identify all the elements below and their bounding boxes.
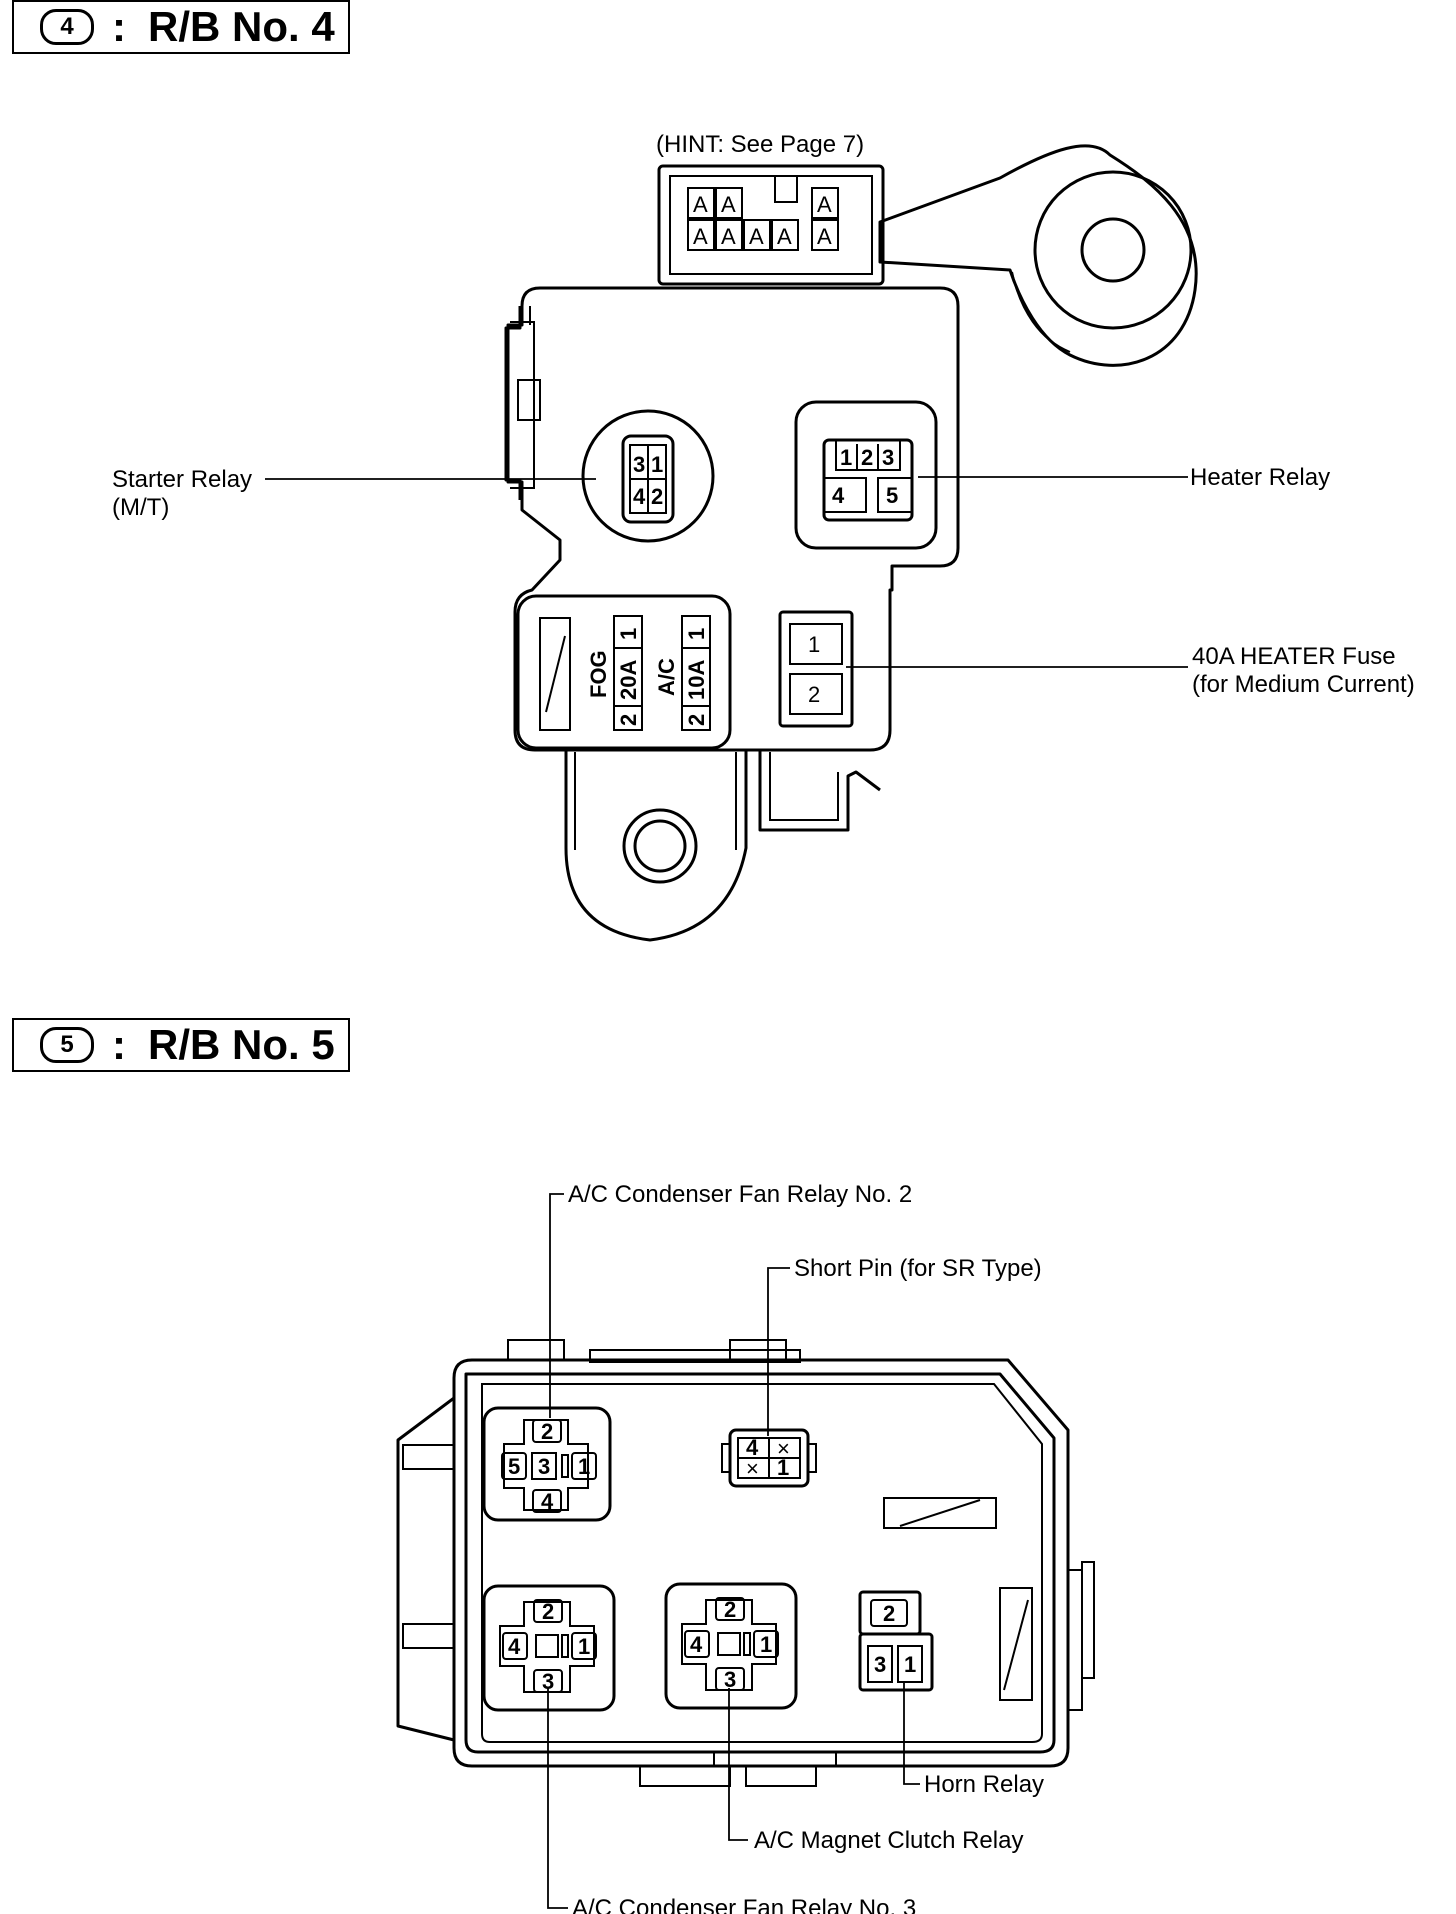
connector-pin-label: A (777, 224, 792, 249)
section-4-title-text: R/B No. 4 (148, 3, 335, 50)
short-pin-label: 4 (746, 1435, 759, 1460)
rb5-fuse-slots (883, 1497, 1033, 1701)
heater-fuse-pin1: 1 (808, 632, 820, 657)
horn-relay-leader (903, 1682, 920, 1785)
heater-relay-pin: 4 (832, 483, 845, 508)
starter-relay-label: Starter Relay (112, 466, 252, 493)
magnet-clutch-relay-pin: 1 (760, 1632, 772, 1657)
horn-relay-pin: 2 (883, 1601, 895, 1626)
magnet-clutch-relay-pin: 2 (724, 1597, 736, 1622)
connector-pin-label: A (693, 224, 708, 249)
rb4-ring-terminal (878, 144, 1198, 367)
fog-fuse-name: FOG (586, 650, 611, 698)
fan-relay-2-pin: 1 (578, 1454, 590, 1479)
section-5-title-text: R/B No. 5 (148, 1021, 335, 1068)
fan-relay-2-leader (549, 1193, 564, 1418)
rb4-hint-text: (HINT: See Page 7) (656, 131, 864, 158)
rb4-ac-fuse: 1 10A 2 A/C (654, 615, 711, 731)
section-5-number-badge: 5 (40, 1027, 94, 1063)
connector-pin-label: A (817, 224, 832, 249)
magnet-clutch-relay-label: A/C Magnet Clutch Relay (754, 1827, 1023, 1854)
connector-pin-label: A (721, 192, 736, 217)
connector-pin-label: A (693, 192, 708, 217)
horn-relay-pin: 3 (874, 1652, 886, 1677)
fan-relay-2-pin: 2 (541, 1419, 553, 1444)
rb4-fuse-box (516, 594, 732, 750)
section-5-title: 5 : R/B No. 5 (12, 1018, 350, 1072)
fan-relay-3-pin: 3 (542, 1669, 554, 1694)
rb4-top-connector-pins: A A A A A A A A (687, 187, 839, 251)
heater-relay-pin: 2 (861, 445, 873, 470)
ac-fuse-amp: 10A (684, 660, 709, 700)
heater-fuse-label: 40A HEATER Fuse (1192, 643, 1396, 670)
heater-relay-label: Heater Relay (1190, 464, 1330, 491)
rb4-heater-fuse: 1 2 (778, 610, 854, 728)
section-4-title: 4 : R/B No. 4 (12, 0, 350, 54)
ac-fuse-pin2: 2 (684, 714, 709, 726)
rb4-body-outline (506, 286, 960, 752)
fan-relay-2-label: A/C Condenser Fan Relay No. 2 (568, 1181, 912, 1208)
connector-pin-label: A (721, 224, 736, 249)
magnet-clutch-relay-pin: 3 (724, 1667, 736, 1692)
rb5-body-outline (396, 1339, 1095, 1787)
short-pin-label: 1 (777, 1455, 789, 1480)
fog-fuse-pin2: 2 (616, 714, 641, 726)
heater-relay-pin: 3 (882, 445, 894, 470)
starter-relay-pin: 1 (651, 452, 663, 477)
rb4-side-clip (504, 306, 541, 500)
starter-relay-pin: 3 (633, 452, 645, 477)
fan-relay-2-pin: 5 (508, 1454, 520, 1479)
rb5-magnet-clutch-relay: 2 4 1 3 (664, 1582, 798, 1710)
fan-relay-3-pin: 1 (578, 1634, 590, 1659)
rb5-fan-relay-3: 2 4 1 3 (482, 1584, 616, 1712)
rb4-starter-relay: 3 1 4 2 (581, 409, 715, 543)
fog-fuse-pin1: 1 (616, 628, 641, 640)
rb4-top-connector: A A A A A A A A (657, 164, 885, 286)
heater-relay-pin: 5 (886, 483, 898, 508)
title-colon: : (112, 3, 126, 50)
rb5-short-pin: 4 × × 1 (721, 1428, 817, 1488)
magnet-clutch-relay-pin: 4 (690, 1632, 703, 1657)
rb5-horn-relay: 2 3 1 (858, 1590, 934, 1692)
starter-relay-pin: 4 (633, 484, 646, 509)
section-4-number-badge: 4 (40, 9, 94, 45)
short-pin-label-text: Short Pin (for SR Type) (794, 1255, 1042, 1282)
heater-relay-pin: 1 (840, 445, 852, 470)
rb4-bottom-bracket (564, 750, 881, 942)
heater-fuse-label-sub: (for Medium Current) (1192, 671, 1415, 698)
short-pin-label: × (746, 1456, 759, 1481)
fan-relay-3-leader (547, 1688, 568, 1909)
starter-relay-pin: 2 (651, 484, 663, 509)
connector-pin-label: A (817, 192, 832, 217)
horn-relay-label: Horn Relay (924, 1771, 1044, 1798)
fan-relay-3-pin: 4 (508, 1634, 521, 1659)
short-pin-label: × (777, 1436, 790, 1461)
ac-fuse-name: A/C (654, 658, 679, 696)
fan-relay-3-pin: 2 (542, 1599, 554, 1624)
horn-relay-pin: 1 (904, 1652, 916, 1677)
fan-relay-2-pin: 3 (538, 1454, 550, 1479)
connector-pin-label: A (749, 224, 764, 249)
fan-relay-3-label: A/C Condenser Fan Relay No. 3 (572, 1895, 916, 1914)
rb4-heater-relay: 1 2 3 4 5 (794, 400, 938, 550)
fog-fuse-amp: 20A (616, 660, 641, 700)
rb4-fog-fuse: 1 20A 2 FOG (586, 615, 643, 731)
rb5-fan-relay-2: 2 5 3 1 4 (482, 1406, 612, 1522)
rb5-diagram: 2 5 3 1 4 A/C Condenser Fan Relay No. 2 … (396, 1181, 1095, 1914)
magnet-clutch-relay-leader (728, 1688, 748, 1841)
starter-relay-label-sub: (M/T) (112, 494, 169, 521)
short-pin-leader (767, 1267, 790, 1436)
title-colon: : (112, 1021, 126, 1068)
heater-fuse-pin2: 2 (808, 682, 820, 707)
rb4-diagram: (HINT: See Page 7) (112, 131, 1415, 942)
fan-relay-2-pin: 4 (541, 1489, 554, 1514)
ac-fuse-pin1: 1 (684, 628, 709, 640)
